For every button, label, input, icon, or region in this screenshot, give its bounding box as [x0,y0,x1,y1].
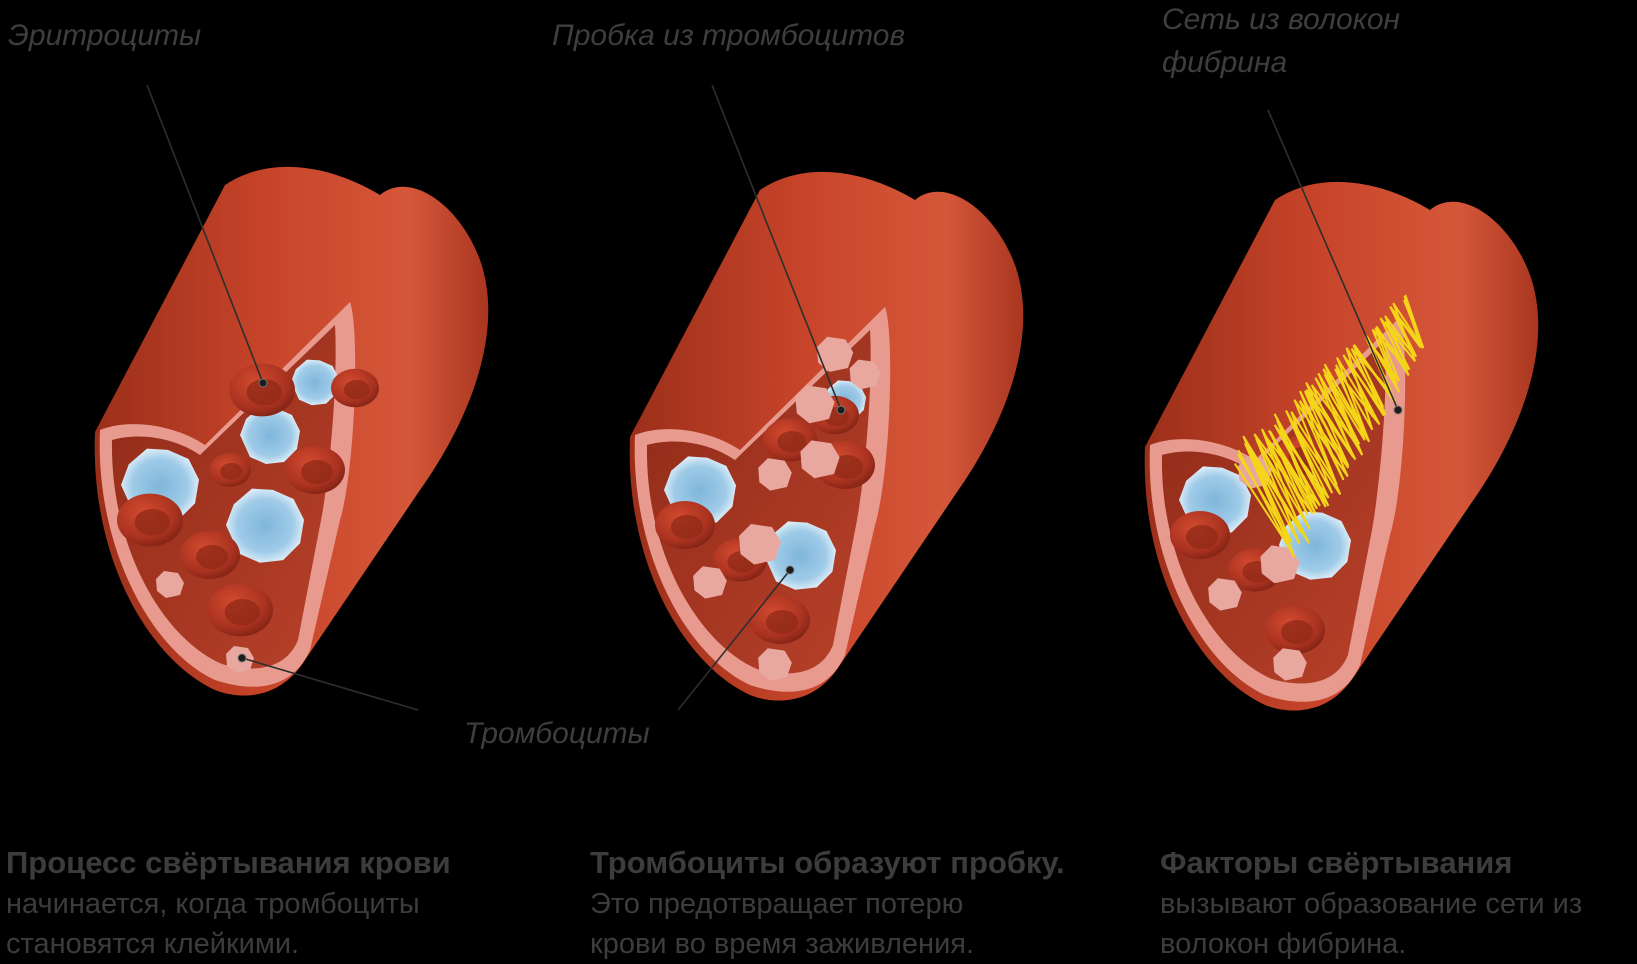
red-cell [750,596,810,644]
caption-title: Процесс свёртывания крови [6,842,486,884]
label-erythrocytes: Эритроциты [8,18,201,54]
caption-line: становятся клейкими. [6,924,486,964]
caption-line: Это предотвращает потерю [590,884,1070,924]
caption-step-1: Процесс свёртывания крови начинается, ко… [6,842,486,964]
red-cell [1170,511,1230,559]
vessel-panel-2 [630,172,1024,701]
red-cell [209,453,251,487]
red-cell [285,446,345,494]
caption-line: волокон фибрина. [1160,924,1630,964]
red-cell [117,494,183,547]
red-cell [1265,606,1325,654]
caption-step-3: Факторы свёртывания вызывают образование… [1160,842,1630,964]
caption-title: Факторы свёртывания [1160,842,1630,884]
caption-step-2: Тромбоциты образуют пробку. Это предотвр… [590,842,1070,964]
label-platelet-plug: Пробка из тромбоцитов [552,18,905,54]
vessel-panel-1 [95,167,489,696]
red-cell [331,369,379,407]
vessel-panel-3 [1145,182,1539,711]
label-fibrin-net-line2: фибрина [1162,45,1287,81]
red-cell [655,501,715,549]
red-cell [180,531,240,579]
label-fibrin-net-line1: Сеть из волокон [1162,2,1400,38]
red-cell [229,364,295,417]
red-cell [207,584,273,637]
label-platelets: Тромбоциты [464,716,650,752]
caption-line: начинается, когда тромбоциты [6,884,486,924]
caption-line: крови во время заживления. [590,924,1070,964]
caption-title: Тромбоциты образуют пробку. [590,842,1070,884]
caption-line: вызывают образование сети из [1160,884,1630,924]
